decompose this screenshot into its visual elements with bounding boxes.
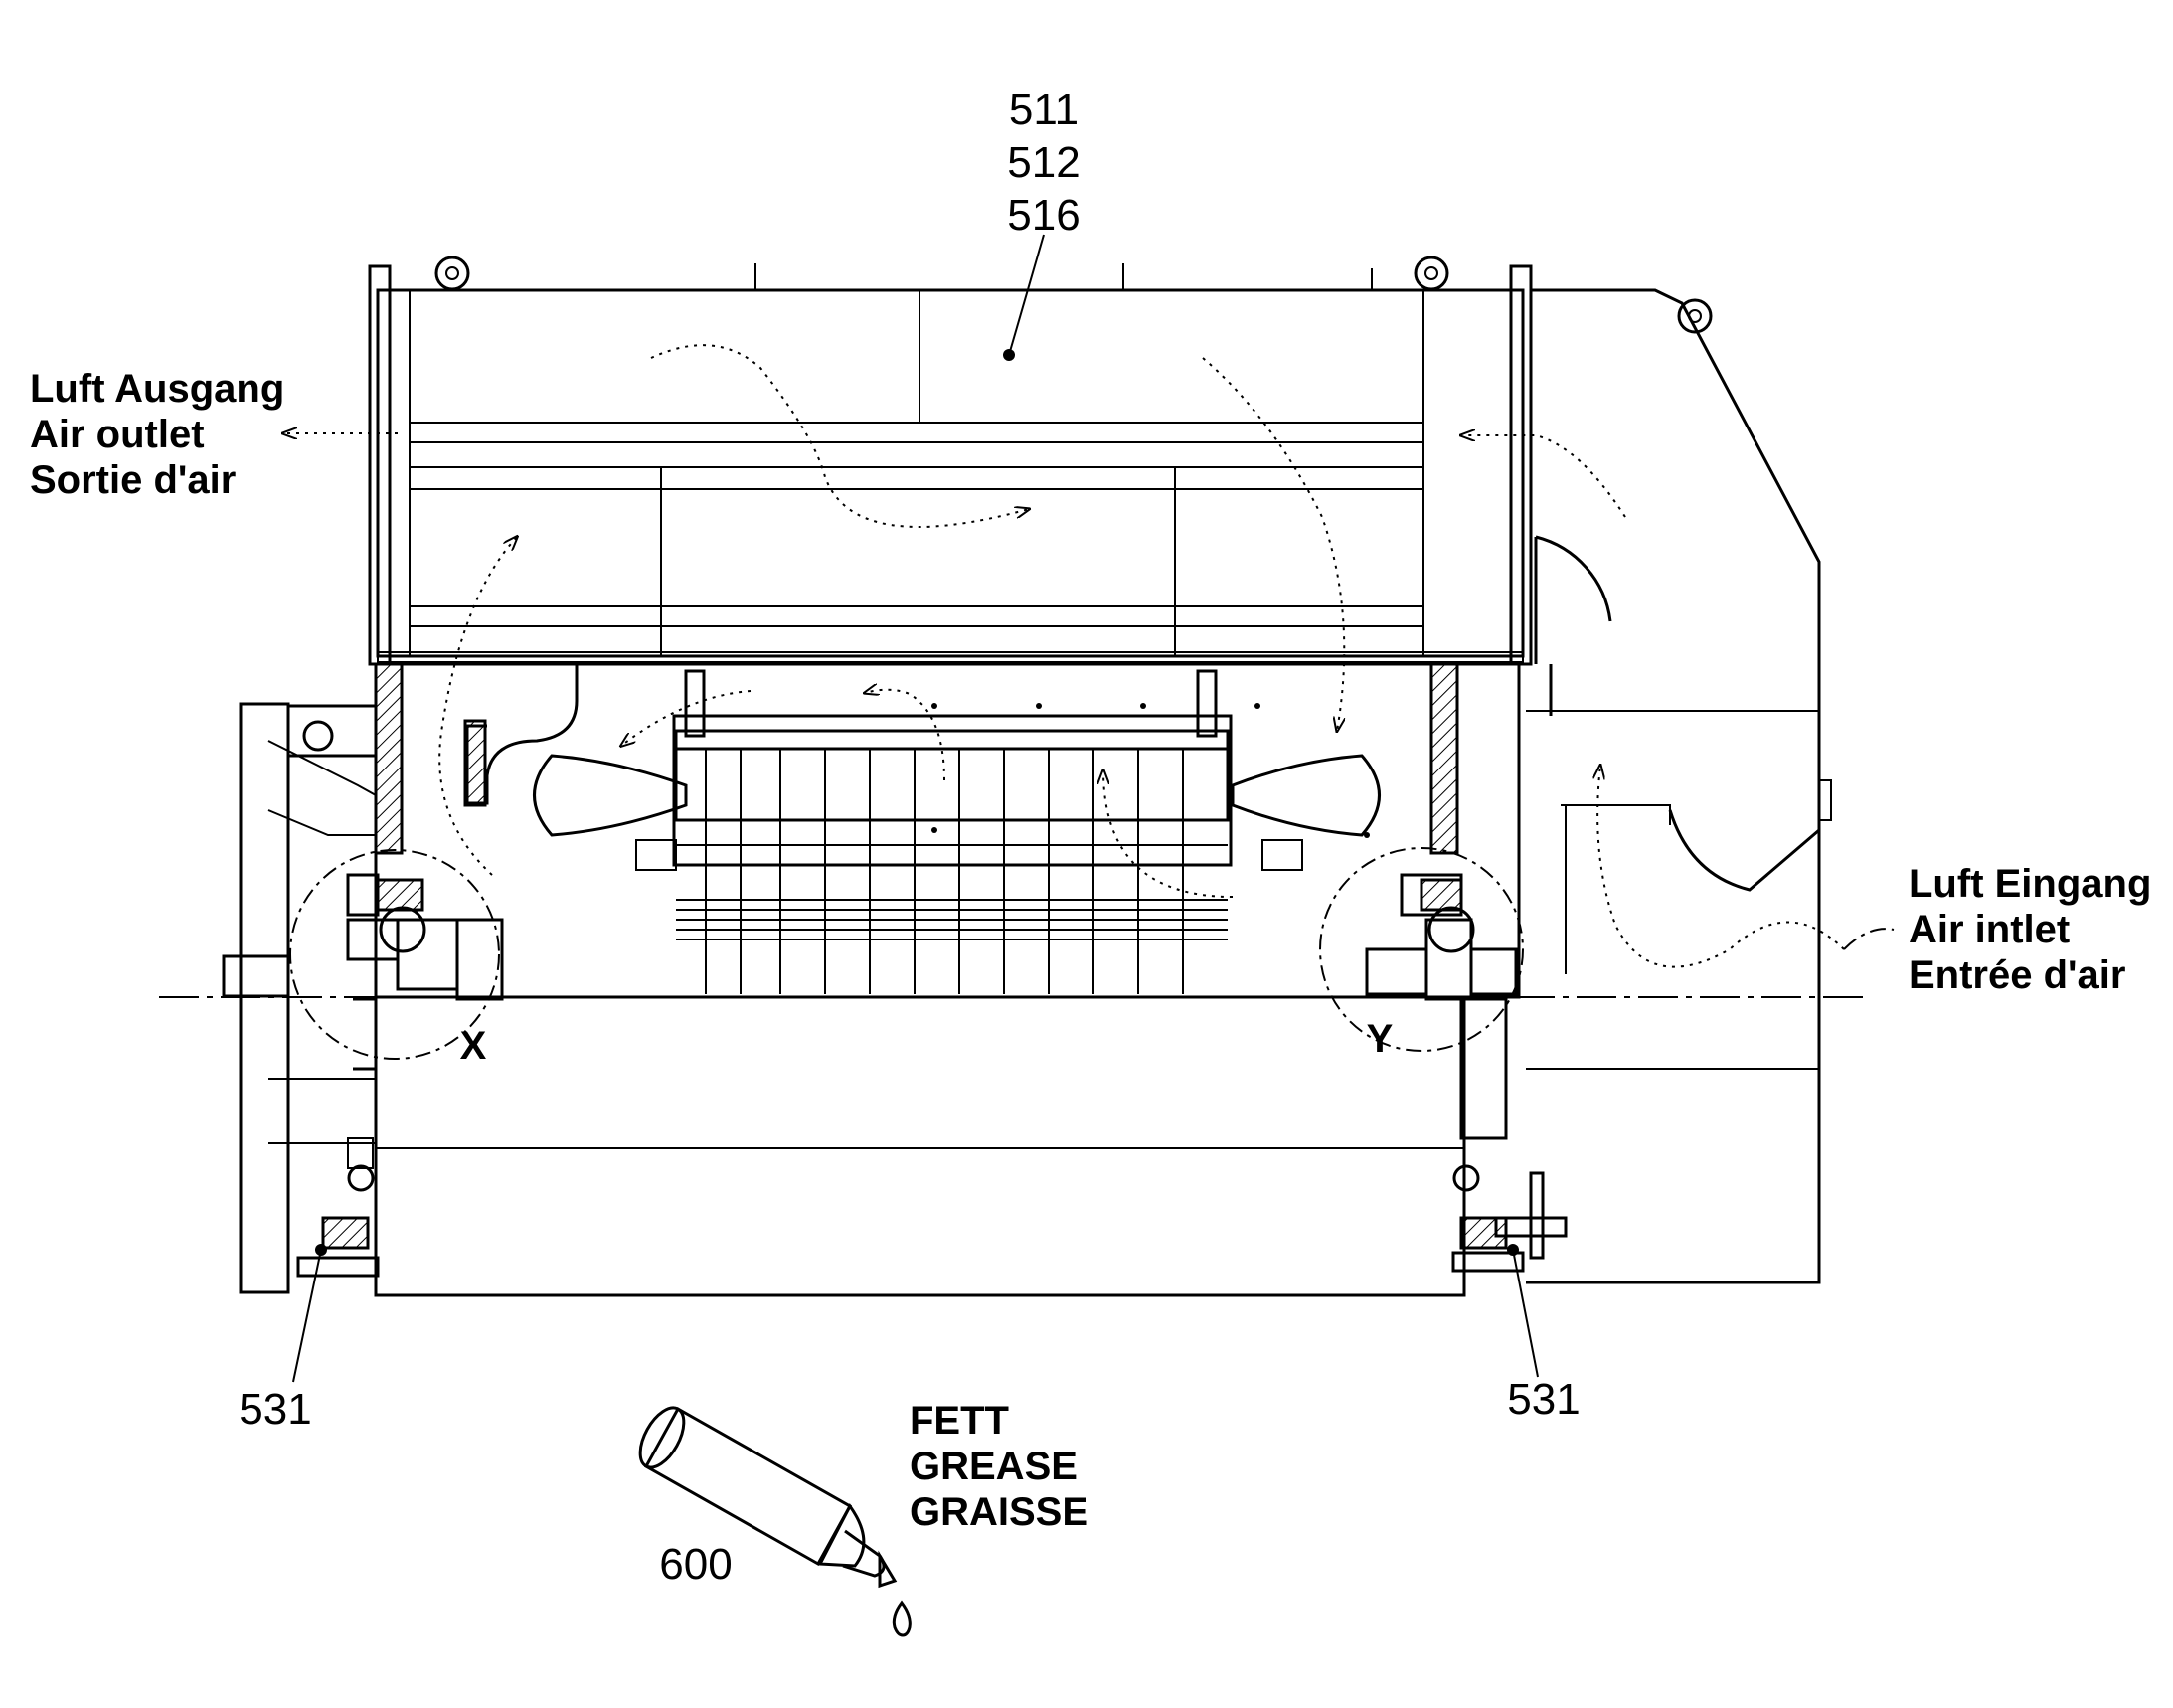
air-outlet-german: Luft Ausgang: [30, 367, 284, 411]
cooler-housing: [368, 256, 1713, 666]
end-shield-left: [222, 702, 504, 1294]
air-inlet-english: Air intlet: [1909, 908, 2070, 951]
grease-label: FETT GREASE GRAISSE: [910, 1399, 1088, 1534]
detail-marker-x: X: [460, 1024, 487, 1068]
air-outlet-english: Air outlet: [30, 413, 205, 456]
airflow-arrows: [283, 344, 1845, 968]
grease-french: GRAISSE: [910, 1490, 1088, 1534]
inlet-duct: [1526, 288, 1832, 1284]
air-outlet-french: Sortie d'air: [30, 458, 236, 502]
grease-german: FETT: [910, 1399, 1009, 1443]
callout-516: 516: [1007, 191, 1080, 240]
callout-531-right: 531: [1507, 1375, 1580, 1424]
leader-lines: [292, 234, 1895, 1383]
callout-stack: 511 512 516: [1007, 85, 1080, 240]
stator-frame: [374, 662, 1521, 999]
detail-circle-x: [289, 849, 500, 1060]
callout-512: 512: [1007, 138, 1080, 187]
callout-511: 511: [1009, 85, 1079, 134]
detail-circle-y: [1319, 847, 1524, 1052]
air-outlet-label: Luft Ausgang Air outlet Sortie d'air: [30, 367, 284, 502]
detail-marker-y: Y: [1367, 1017, 1394, 1061]
callout-600: 600: [659, 1540, 732, 1589]
air-inlet-french: Entrée d'air: [1909, 953, 2125, 997]
air-inlet-label: Luft Eingang Air intlet Entrée d'air: [1909, 862, 2151, 997]
callout-531-left: 531: [239, 1385, 311, 1434]
grease-tube-icon: [638, 1406, 912, 1637]
end-shield-right: [1365, 873, 1568, 1273]
grease-english: GREASE: [910, 1445, 1078, 1488]
air-inlet-german: Luft Eingang: [1909, 862, 2151, 906]
rotor: [374, 995, 1466, 1297]
